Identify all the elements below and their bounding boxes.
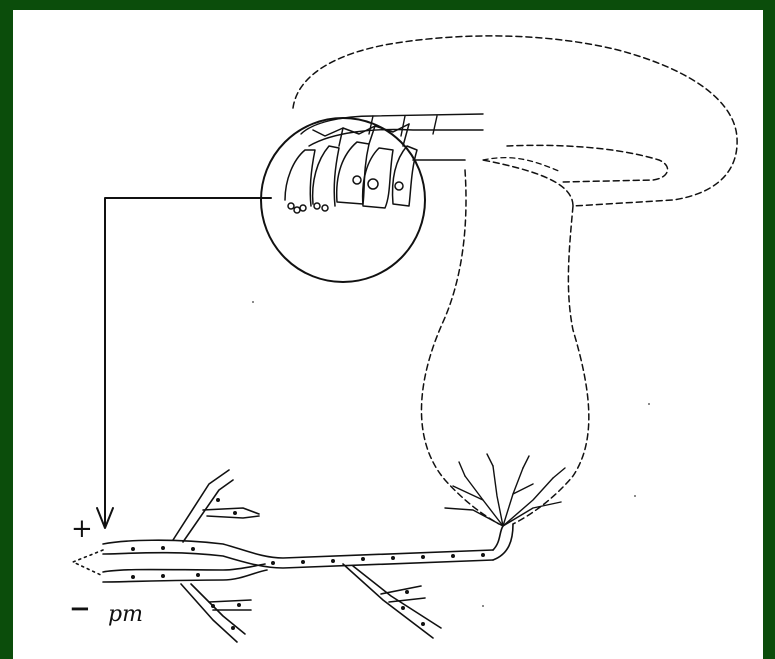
stipe-left-edge [420,169,500,525]
hymenium-strands [300,113,484,147]
life-cycle-arrow-line [104,197,272,527]
hyphal-nuclei [131,498,485,630]
magnifier-circle [260,117,426,283]
paper-specks [252,301,650,607]
basal-mycelium [444,453,566,527]
life-cycle-arrowhead [96,507,114,529]
cap-outline [292,35,738,207]
primary-mycelium [72,469,514,643]
stipe-right-edge [512,205,590,525]
primary-mycelium-label: pm [108,602,143,627]
cap-underside [482,157,562,173]
minus-mating-type-label: − [69,594,91,624]
basidia-cells [284,123,418,214]
cap-gill-line [506,144,669,183]
illustration-canvas: + − pm [13,10,763,659]
mushroom-life-cycle-diagram [72,35,738,643]
plus-mating-type-label: + [71,514,93,544]
